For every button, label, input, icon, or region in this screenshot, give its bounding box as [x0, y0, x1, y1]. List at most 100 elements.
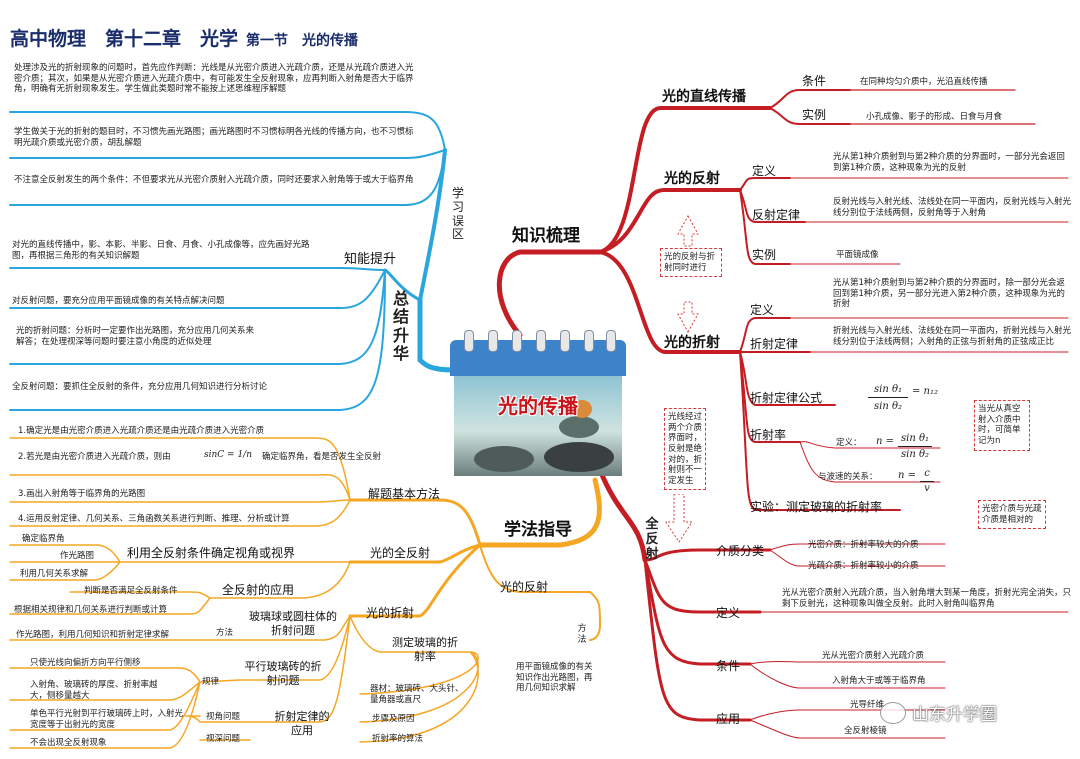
text-tr-app-2: 根据相关规律和几何关系进行判断或计算 [14, 605, 168, 615]
note-vacuum: 当光从真空射入介质中时，可简单记为n [974, 400, 1030, 451]
node-refraction: 光的折射 [664, 335, 720, 351]
label-application: 应用 [716, 712, 741, 726]
text-error-3: 不注意全反射发生的两个条件：不但要求光从光密介质射入光疏介质，同时还要求入射角等… [14, 175, 414, 185]
label-index-def: 定义： [836, 438, 862, 448]
node-reflection: 光的反射 [664, 171, 720, 187]
text-ability-2: 对反射问题，要充分应用平面镜成像的有关特点解决问题 [12, 296, 225, 306]
node-total-reflection-method: 光的全反射 [370, 546, 431, 560]
link-summary [417, 297, 458, 373]
branch-knowledge: 知识梳理 [512, 226, 580, 246]
branch-summary: 总结升华 [393, 289, 410, 364]
text-refraction-law: 折射光线与入射光线、法线处在同一平面内，折射光线与入射光线分别位于法线两侧；入射… [833, 326, 1072, 347]
node-apply-law: 折射定律的应用 [274, 710, 330, 737]
label-total-def: 定义 [716, 606, 741, 620]
label-refraction-law: 折射定律 [750, 337, 799, 351]
index-speed-denominator: v [924, 483, 930, 494]
arrow-down-icon [665, 494, 693, 543]
node-total-reflection-app: 全反射的应用 [222, 583, 295, 597]
branch-total-reflection: 全反射 [645, 517, 659, 562]
link-method [477, 477, 602, 548]
text-view-1: 确定临界角 [22, 534, 65, 544]
text-ability-3: 光的折射问题：分析时一定要作出光路图，充分应用几何关系来解答；在处理视深等问题时… [16, 326, 255, 347]
label-refractive-index: 折射率 [750, 428, 787, 442]
text-reflection-method: 用平面镜成像的有关知识作出光路图，再用几何知识求解 [516, 662, 593, 694]
calendar-ring-icon [488, 330, 498, 352]
text-measure-3: 折射率的算法 [372, 734, 424, 744]
formula-sinc: sinC = 1/n [204, 450, 252, 460]
text-measure-1: 器材：玻璃砖、大头针、量角器或直尺 [370, 684, 464, 705]
index-speed-lhs: n = [898, 470, 916, 481]
text-brick-2: 入射角、玻璃砖的厚度、折射率越大，侧移量越大 [30, 680, 158, 701]
label-example: 实例 [802, 108, 827, 122]
label-brick-rule: 规律 [202, 677, 220, 687]
label-experiment: 实验：测定玻璃的折射率 [750, 500, 883, 514]
node-measure: 测定玻璃的折射率 [392, 636, 458, 663]
label-reflection-method: 方法 [577, 624, 587, 645]
text-brick-3: 单色平行光射到平行玻璃砖上时，入射光宽度等于出射光的宽度 [30, 709, 184, 730]
text-brick-4: 不会出现全反射现象 [30, 738, 107, 748]
text-condition-1: 光从光密介质射入光疏介质 [822, 651, 925, 661]
note-path: 光线经过两个介质界面时，反射是绝对的，折射则不一定发生 [664, 408, 706, 491]
text-reflection-def: 光从第1种介质射到与第2种介质的分界面时，一部分光会返回到第1种介质，这种现象为… [833, 152, 1065, 173]
text-reflection-law: 反射光线与入射光线、法线处在同一平面内，反射光线与入射光线分别位于法线两侧，反射… [833, 197, 1072, 218]
text-application-2: 全反射棱镜 [844, 726, 887, 736]
calendar-ring-icon [464, 330, 474, 352]
text-ball-method: 作光路图，利用几何知识和折射定律求解 [16, 630, 170, 640]
calendar-ring-icon [606, 330, 616, 352]
node-learning-errors: 学习误区 [451, 186, 464, 242]
wechat-icon [880, 702, 906, 724]
label-reflection-def: 定义 [752, 164, 777, 178]
formula-denominator: sin θ₂ [874, 401, 902, 412]
note-reflect-refract: 光的反射与折射同时进行 [660, 248, 722, 278]
index-def-lhs: n = [876, 436, 894, 447]
label-medium: 介质分类 [716, 544, 765, 558]
node-brick: 平行玻璃砖的折射问题 [244, 660, 322, 687]
node-view-range: 利用全反射条件确定视角或视界 [127, 546, 296, 560]
watermark: 山东升学圈 [912, 705, 997, 725]
node-ball: 玻璃球或圆柱体的折射问题 [249, 610, 337, 637]
label-ball-method: 方法 [216, 628, 234, 638]
calendar-ring-icon [560, 330, 570, 352]
text-application-1: 光导纤维 [850, 700, 885, 710]
calendar-ring-icon [512, 330, 522, 352]
center-label: 光的传播 [498, 394, 578, 418]
text-basic-2a: 2.若光是由光密介质进入光疏介质，则由 [18, 452, 171, 462]
text-total-def: 光从光密介质射入光疏介质，当入射角增大到某一角度，折射光完全消失，只剩下反射光，… [782, 588, 1072, 609]
node-reflection-method: 光的反射 [500, 580, 549, 594]
text-ability-1: 对光的直线传播中，影、本影、半影、日食、月食、小孔成像等，应先画好光路图，再根据… [12, 240, 310, 261]
label-refraction-def: 定义 [750, 303, 775, 317]
calendar-image [454, 376, 622, 476]
text-basic-4: 4.运用反射定律、几何关系、三角函数关系进行判断、推理、分析或计算 [18, 514, 290, 524]
page-title-main: 高中物理 第十二章 光学 [10, 28, 239, 50]
node-refraction-method: 光的折射 [366, 606, 415, 620]
node-straight-propagation: 光的直线传播 [662, 89, 746, 105]
label-index-speed: 与波速的关系： [818, 472, 878, 482]
formula-numerator: sin θ₁ [874, 384, 902, 395]
note-relative: 光密介质与光疏介质是相对的 [978, 500, 1046, 530]
label-reflection-law: 反射定律 [752, 208, 801, 222]
label-total-condition: 条件 [716, 659, 741, 673]
link-total [597, 467, 648, 563]
text-error-2: 学生做关于光的折射的题目时，不习惯先画光路图；画光路图时不习惯标明各光线的传播方… [14, 127, 414, 148]
label-reflection-example: 实例 [752, 248, 777, 262]
text-basic-1: 1.确定光是由光密介质进入光疏介质还是由光疏介质进入光密介质 [18, 426, 265, 436]
index-speed-numerator: c [924, 468, 930, 479]
text-condition: 在同种均匀介质中，光沿直线传播 [860, 77, 988, 87]
text-sparse-medium: 光疏介质：折射率较小的介质 [808, 561, 919, 571]
center-node: 光的传播 [450, 330, 626, 480]
calendar-ring-icon [584, 330, 594, 352]
text-dense-medium: 光密介质：折射率较大的介质 [808, 540, 919, 550]
page-title: 高中物理 第十二章 光学第一节 光的传播 [10, 24, 358, 51]
text-refraction-def: 光从第1种介质射到与第2种介质的分界面时，除一部分光会返回到第1种介质，另一部分… [833, 278, 1065, 310]
text-measure-2: 步骤及原因 [372, 714, 415, 724]
node-basic-method: 解题基本方法 [368, 487, 441, 501]
text-error-1: 处理涉及光的折射现象的问题时，首先应作判断：光线是从光密介质进入光疏介质，还是从… [14, 63, 414, 95]
text-example: 小孔成像、影子的形成、日食与月食 [866, 112, 1003, 122]
text-ability-4: 全反射问题：要抓住全反射的条件，充分应用几何知识进行分析讨论 [12, 382, 268, 392]
text-view-2: 作光路图 [60, 551, 95, 561]
text-tr-app-1: 判断是否满足全反射条件 [84, 586, 178, 596]
text-apply-1: 视角问题 [206, 712, 241, 722]
label-refraction-formula: 折射定律公式 [750, 391, 823, 405]
